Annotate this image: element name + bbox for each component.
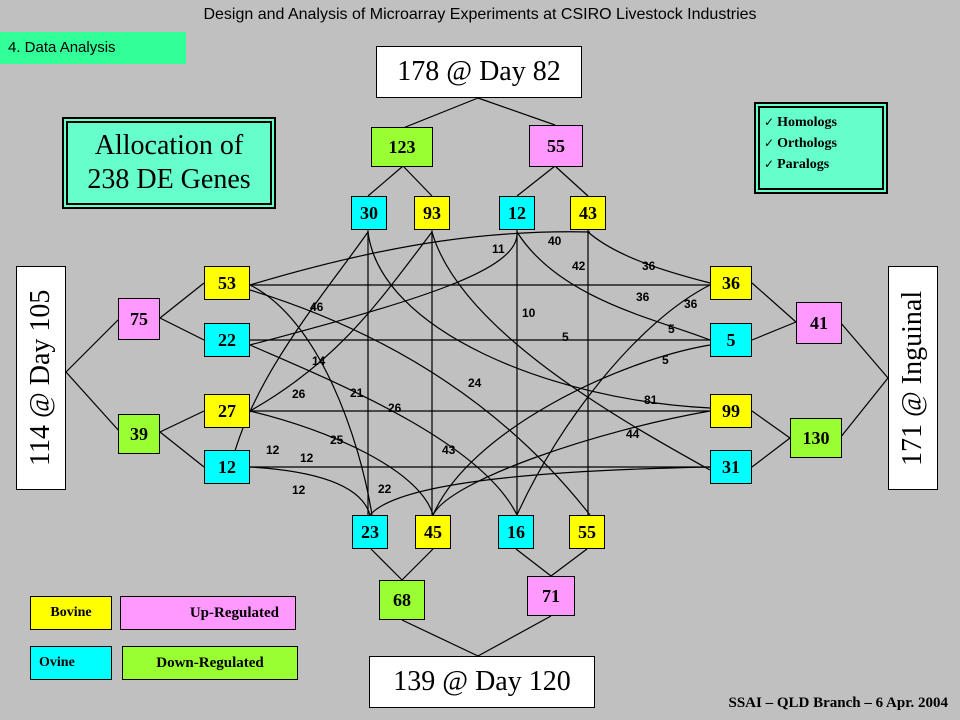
left-down-regulated-box: 39 — [118, 414, 160, 454]
edge-label: 25 — [330, 433, 344, 447]
edge-label: 36 — [684, 297, 698, 311]
edge-label: 22 — [378, 482, 392, 496]
homolog-checklist: ✓Homologs ✓Orthologs ✓Paralogs — [754, 102, 888, 194]
checkmark-icon: ✓ — [764, 115, 775, 129]
edge-label: 5 — [668, 322, 675, 336]
right-up-regulated-box: 41 — [796, 302, 842, 344]
top-child-1: 30 — [351, 196, 387, 230]
legend-down-regulated: Down-Regulated — [122, 646, 298, 680]
edge-label: 44 — [626, 427, 640, 441]
slide-header-title: Design and Analysis of Microarray Experi… — [203, 6, 757, 23]
edge-label: 36 — [642, 259, 656, 273]
right-child-2: 5 — [710, 323, 752, 357]
right-total-box: 171 @ Inguinal — [888, 266, 938, 490]
edge-label: 5 — [562, 330, 569, 344]
edge-label: 43 — [442, 443, 456, 457]
bottom-total-box: 139 @ Day 120 — [369, 656, 595, 708]
edge-label: 40 — [548, 234, 562, 248]
top-child-3: 12 — [499, 196, 535, 230]
edge-label: 5 — [662, 353, 669, 367]
edge-label: 12 — [300, 451, 314, 465]
edge-label: 26 — [292, 387, 306, 401]
top-child-2: 93 — [414, 196, 450, 230]
bottom-up-regulated-box: 71 — [527, 576, 575, 616]
edge-label: 14 — [312, 354, 326, 368]
checklist-item: ✓Homologs — [764, 112, 886, 133]
bottom-child-3: 16 — [498, 515, 534, 549]
checklist-item: ✓Orthologs — [764, 133, 886, 154]
allocation-line-1: Allocation of — [94, 130, 244, 161]
top-total-box: 178 @ Day 82 — [376, 46, 582, 98]
bottom-child-1: 23 — [352, 515, 388, 549]
checklist-label: Orthologs — [777, 136, 837, 151]
top-child-4: 43 — [570, 196, 606, 230]
right-child-1: 36 — [710, 266, 752, 300]
checklist-label: Paralogs — [777, 157, 830, 172]
allocation-title-box: Allocation of 238 DE Genes — [62, 117, 276, 209]
allocation-line-2: 238 DE Genes — [87, 164, 251, 195]
legend-ovine: Ovine — [30, 646, 112, 680]
left-up-regulated-box: 75 — [118, 298, 160, 340]
left-child-2: 22 — [204, 323, 250, 357]
edge-label: 21 — [350, 386, 364, 400]
bottom-down-regulated-box: 68 — [379, 580, 425, 620]
top-down-regulated-box: 123 — [371, 127, 433, 167]
footer-text: SSAI – QLD Branch – 6 Apr. 2004 — [728, 695, 949, 711]
edge-label: 24 — [468, 376, 482, 390]
legend-bovine: Bovine — [30, 596, 112, 630]
edge-label: 12 — [266, 443, 280, 457]
edge-label: 26 — [388, 401, 402, 415]
checklist-label: Homologs — [777, 115, 837, 130]
section-tab: 4. Data Analysis — [0, 32, 186, 64]
bottom-child-4: 55 — [569, 515, 605, 549]
left-child-4: 12 — [204, 450, 250, 484]
checkmark-icon: ✓ — [764, 136, 775, 150]
edge-label: 36 — [636, 290, 650, 304]
checklist-item: ✓Paralogs — [764, 154, 886, 175]
edge-label: 42 — [572, 259, 586, 273]
left-total-box: 114 @ Day 105 — [16, 266, 66, 490]
edge-label: 46 — [310, 300, 324, 314]
left-child-3: 27 — [204, 394, 250, 428]
bottom-child-2: 45 — [415, 515, 451, 549]
right-down-regulated-box: 130 — [790, 418, 842, 458]
right-child-4: 31 — [710, 450, 752, 484]
edge-label: 10 — [522, 306, 536, 320]
checkmark-icon: ✓ — [764, 157, 775, 171]
left-child-1: 53 — [204, 266, 250, 300]
edge-label: 81 — [644, 393, 658, 407]
edge-label: 12 — [292, 483, 306, 497]
top-up-regulated-box: 55 — [529, 125, 583, 167]
edge-label: 11 — [492, 242, 505, 256]
legend-up-regulated: Up-Regulated — [120, 596, 296, 630]
right-child-3: 99 — [710, 394, 752, 428]
